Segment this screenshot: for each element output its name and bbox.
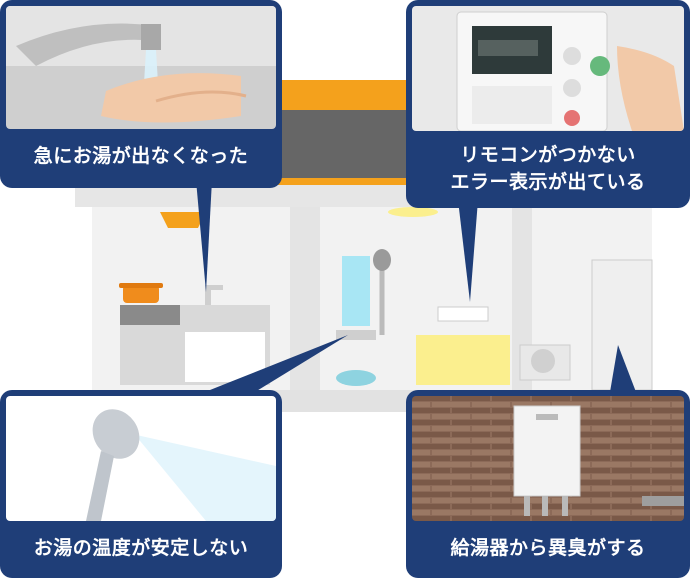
bathroom-mirror bbox=[342, 256, 370, 326]
kitchen-faucet-icon bbox=[205, 285, 211, 305]
callout-pointer bbox=[196, 180, 212, 292]
kitchen-lamp bbox=[160, 212, 206, 228]
shower-head-icon bbox=[92, 409, 140, 459]
bathroom bbox=[336, 207, 510, 386]
callout-pointer bbox=[205, 335, 348, 392]
callout-pointer bbox=[458, 200, 478, 302]
power-button-icon bbox=[590, 56, 610, 76]
shower-handle bbox=[86, 451, 114, 521]
remote-control-icon bbox=[437, 306, 489, 322]
photo-shower-head-spray bbox=[6, 396, 276, 521]
bathroom-light bbox=[388, 207, 438, 217]
issue-card-unstable-temperature: お湯の温度が安定しない bbox=[0, 390, 282, 578]
issue-card-strange-smell: 給湯器から異臭がする bbox=[406, 390, 690, 578]
bathtub-icon bbox=[416, 335, 510, 385]
shower-head-icon bbox=[373, 249, 391, 271]
issue-text: お湯の温度が安定しない bbox=[33, 537, 249, 559]
wash-basin-icon bbox=[336, 370, 376, 386]
photo-water-heater-on-brick-wall bbox=[412, 396, 684, 521]
kitchen bbox=[119, 212, 270, 385]
water-heater-icon bbox=[513, 405, 581, 497]
issue-text: 給湯器から異臭がする bbox=[450, 537, 646, 559]
cooking-pot-icon bbox=[123, 285, 159, 303]
issue-text: 急にお湯が出なくなった bbox=[33, 145, 249, 167]
faucet-icon bbox=[16, 23, 156, 66]
remote-button bbox=[563, 47, 581, 65]
finger-icon bbox=[617, 46, 684, 131]
photo-hands-under-faucet bbox=[6, 6, 276, 129]
water-spray-icon bbox=[96, 422, 276, 521]
issue-card-no-hot-water: 急にお湯が出なくなった bbox=[0, 0, 282, 188]
issue-card-remote-error: リモコンがつかないエラー表示が出ている bbox=[406, 0, 690, 208]
photo-remote-control-panel bbox=[412, 6, 684, 131]
wall-divider bbox=[512, 207, 532, 390]
callout-pointer bbox=[610, 345, 636, 392]
issue-text: リモコンがつかないエラー表示が出ている bbox=[450, 144, 646, 193]
